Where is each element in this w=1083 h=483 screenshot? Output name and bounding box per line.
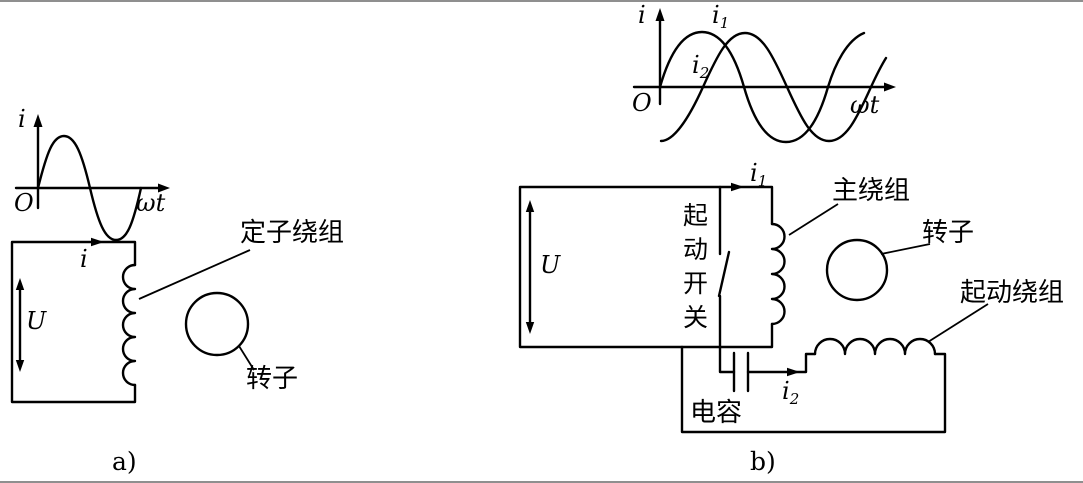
graph-b-y-axis-label: i (638, 1, 646, 29)
rotor-a-label: 转子 (246, 363, 299, 393)
graph-a-x-axis-label: ωt (136, 189, 166, 217)
x-axis-a-arrowhead (158, 183, 170, 193)
rotor-a-circle (184, 291, 250, 357)
x-axis-b-arrowhead (884, 82, 896, 92)
start-winding-leader (927, 303, 989, 343)
start-branch-return-wire (680, 345, 947, 434)
sine-wave-i2 (659, 31, 888, 143)
main-winding-leader (788, 203, 839, 236)
capacitor-label: 电容 (690, 397, 743, 427)
stator-coil (121, 263, 137, 387)
start-winding-label: 起动绕组 (960, 277, 1065, 307)
start-winding-coil (813, 337, 937, 356)
switch-branch-wire (717, 185, 817, 374)
circuit-b-current2-label: i2 (782, 377, 800, 408)
graph-a-origin-label: O (14, 189, 34, 217)
graph-a-y-axis-label: i (18, 105, 26, 133)
stator-winding-label: 定子绕组 (240, 217, 345, 247)
sine-wave-i1 (658, 30, 866, 144)
voltage-b-arrowhead-up (525, 200, 535, 212)
capacitor-plates (732, 351, 750, 393)
voltage-a-arrowhead-down (15, 360, 25, 372)
current2-arrowhead (787, 367, 800, 377)
rotor-b-circle (825, 238, 889, 302)
circuit-b-voltage-label: U (540, 251, 561, 279)
main-winding-coil (770, 222, 786, 326)
start-switch-label: 起动开关 (682, 202, 708, 332)
circuit-a-current-label: i (80, 245, 88, 273)
rotor-b-label: 转子 (922, 217, 975, 247)
graph-b-curve1-label: i1 (712, 1, 730, 32)
sine-wave-a (36, 134, 143, 242)
current-a-arrowhead (91, 237, 104, 247)
stator-winding-leader (138, 249, 251, 300)
graph-b-origin-label: O (632, 89, 652, 117)
rotor-b-leader (880, 243, 931, 255)
circuit-b-main-loop (518, 185, 774, 349)
graph-b-curve2-label: i2 (692, 51, 710, 82)
current1-arrowhead (731, 182, 744, 192)
circuit-a-voltage-label: U (26, 307, 47, 335)
circuit-b-current1-label: i1 (750, 159, 768, 190)
graph-b-x-axis-label: ωt (850, 91, 880, 119)
voltage-b-arrowhead-down (525, 322, 535, 334)
main-winding-label: 主绕组 (832, 175, 911, 205)
y-axis-b-arrowhead (655, 8, 665, 21)
panel-b-caption: b) (750, 447, 776, 476)
panel-a-caption: a) (112, 447, 137, 476)
rotor-a-leader (238, 345, 255, 371)
voltage-a-arrowhead-up (15, 278, 25, 290)
circuit-a-wires (10, 240, 137, 404)
y-axis-a-arrowhead (33, 114, 43, 127)
